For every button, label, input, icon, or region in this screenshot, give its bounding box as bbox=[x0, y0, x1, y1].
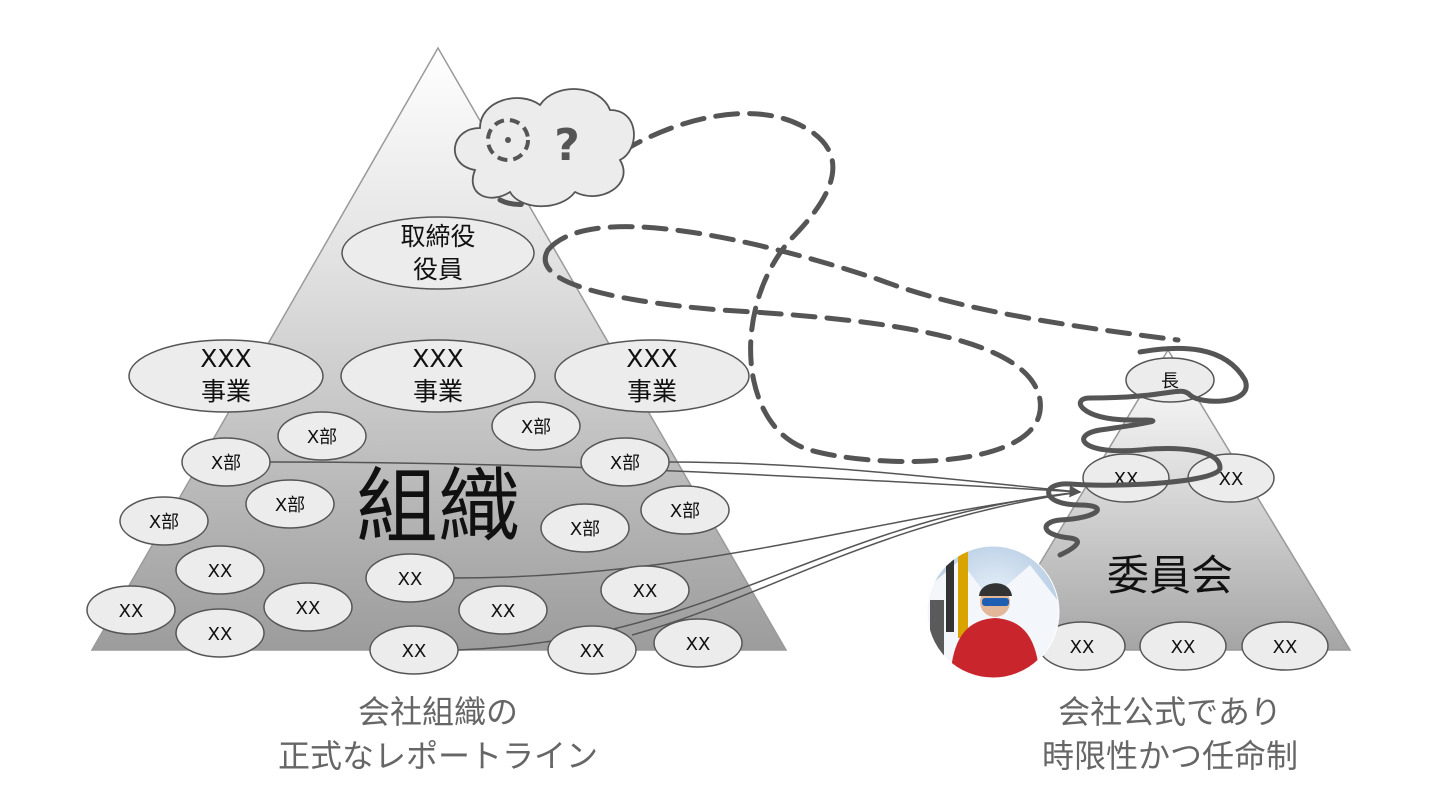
member-node: XX bbox=[1187, 453, 1275, 503]
unit-label: XX bbox=[296, 598, 321, 619]
member-node: XX bbox=[1082, 453, 1170, 503]
cloud-question-mark: ? bbox=[554, 120, 580, 171]
unit-label: XX bbox=[402, 641, 427, 662]
photo-frame bbox=[926, 545, 1060, 679]
unit-node: XX bbox=[600, 565, 690, 615]
confused-face-icon bbox=[486, 118, 530, 162]
dept-label: X部 bbox=[670, 501, 700, 522]
unit-nodes: XX XX XX XX XX XX XX XX XX XX bbox=[86, 545, 743, 675]
org-caption-line-2: 正式なレポートライン bbox=[277, 737, 598, 775]
unit-label: XX bbox=[208, 624, 233, 645]
committee-caption-line-1: 会社公式であり bbox=[1058, 693, 1282, 731]
unit-label: XX bbox=[119, 601, 144, 622]
committee-caption: 会社公式であり 時限性かつ任命制 bbox=[1000, 690, 1340, 778]
member-label: XX bbox=[1171, 637, 1196, 658]
member-node: XX bbox=[1241, 621, 1329, 671]
board-node: 取締役 役員 bbox=[341, 216, 535, 290]
dept-label: X部 bbox=[521, 417, 551, 438]
unit-node: XX bbox=[369, 625, 459, 675]
board-line-1: 取締役 bbox=[400, 222, 475, 251]
unit-node: XX bbox=[175, 545, 265, 595]
dept-label: X部 bbox=[275, 495, 305, 516]
skier-photo bbox=[927, 546, 1059, 678]
unit-node: XX bbox=[458, 585, 548, 635]
unit-label: XX bbox=[398, 569, 423, 590]
dept-node: X部 bbox=[181, 437, 271, 487]
dept-label: X部 bbox=[570, 519, 600, 540]
dept-node: X部 bbox=[491, 401, 581, 451]
business-label-1a: XXX bbox=[200, 344, 251, 373]
scribble-line bbox=[1043, 345, 1249, 558]
dashed-loops bbox=[497, 111, 1181, 464]
unit-label: XX bbox=[580, 641, 605, 662]
unit-node: XX bbox=[175, 608, 265, 658]
member-node: XX bbox=[1139, 621, 1227, 671]
unit-label: XX bbox=[208, 561, 233, 582]
member-node: XX bbox=[1038, 621, 1126, 671]
org-caption: 会社組織の 正式なレポートライン bbox=[188, 690, 688, 778]
unit-label: XX bbox=[633, 581, 658, 602]
dept-label: X部 bbox=[307, 427, 337, 448]
member-label: XX bbox=[1070, 637, 1095, 658]
business-node-3: XXX 事業 bbox=[554, 339, 750, 413]
unit-node: XX bbox=[653, 618, 743, 668]
unit-node: XX bbox=[263, 582, 353, 632]
business-label-1b: 事業 bbox=[201, 377, 251, 406]
committee-head-label: 長 bbox=[1161, 371, 1179, 392]
business-node-1: XXX 事業 bbox=[128, 339, 324, 413]
dept-label: X部 bbox=[610, 453, 640, 474]
business-node-2: XXX 事業 bbox=[340, 339, 536, 413]
dept-node: X部 bbox=[245, 479, 335, 529]
dept-node: X部 bbox=[540, 503, 630, 553]
dept-node: X部 bbox=[119, 496, 209, 546]
unit-node: XX bbox=[547, 625, 637, 675]
committee-head-node: 長 bbox=[1125, 357, 1215, 403]
dept-node: X部 bbox=[277, 411, 367, 461]
business-label-3a: XXX bbox=[626, 344, 677, 373]
member-label: XX bbox=[1273, 637, 1298, 658]
committee-title: 委員会 bbox=[1107, 551, 1233, 600]
unit-label: XX bbox=[686, 634, 711, 655]
dept-nodes: X部 X部 X部 X部 X部 X部 X部 X部 bbox=[119, 401, 730, 553]
dept-label: X部 bbox=[211, 453, 241, 474]
committee-member-nodes: XX XX XX XX XX bbox=[1038, 453, 1329, 671]
unit-node: XX bbox=[86, 585, 176, 635]
dept-node: X部 bbox=[640, 485, 730, 535]
dept-label: X部 bbox=[149, 512, 179, 533]
committee-caption-line-2: 時限性かつ任命制 bbox=[1041, 737, 1298, 775]
dept-node: X部 bbox=[580, 437, 670, 487]
org-title: 組織 bbox=[356, 460, 520, 555]
board-line-2: 役員 bbox=[413, 255, 463, 284]
unit-node: XX bbox=[365, 553, 455, 603]
business-label-2b: 事業 bbox=[413, 377, 463, 406]
business-label-3b: 事業 bbox=[627, 377, 677, 406]
unit-label: XX bbox=[491, 601, 516, 622]
org-caption-line-1: 会社組織の bbox=[357, 693, 518, 731]
member-label: XX bbox=[1219, 469, 1244, 490]
business-label-2a: XXX bbox=[412, 344, 463, 373]
thought-cloud: ? bbox=[454, 88, 635, 208]
